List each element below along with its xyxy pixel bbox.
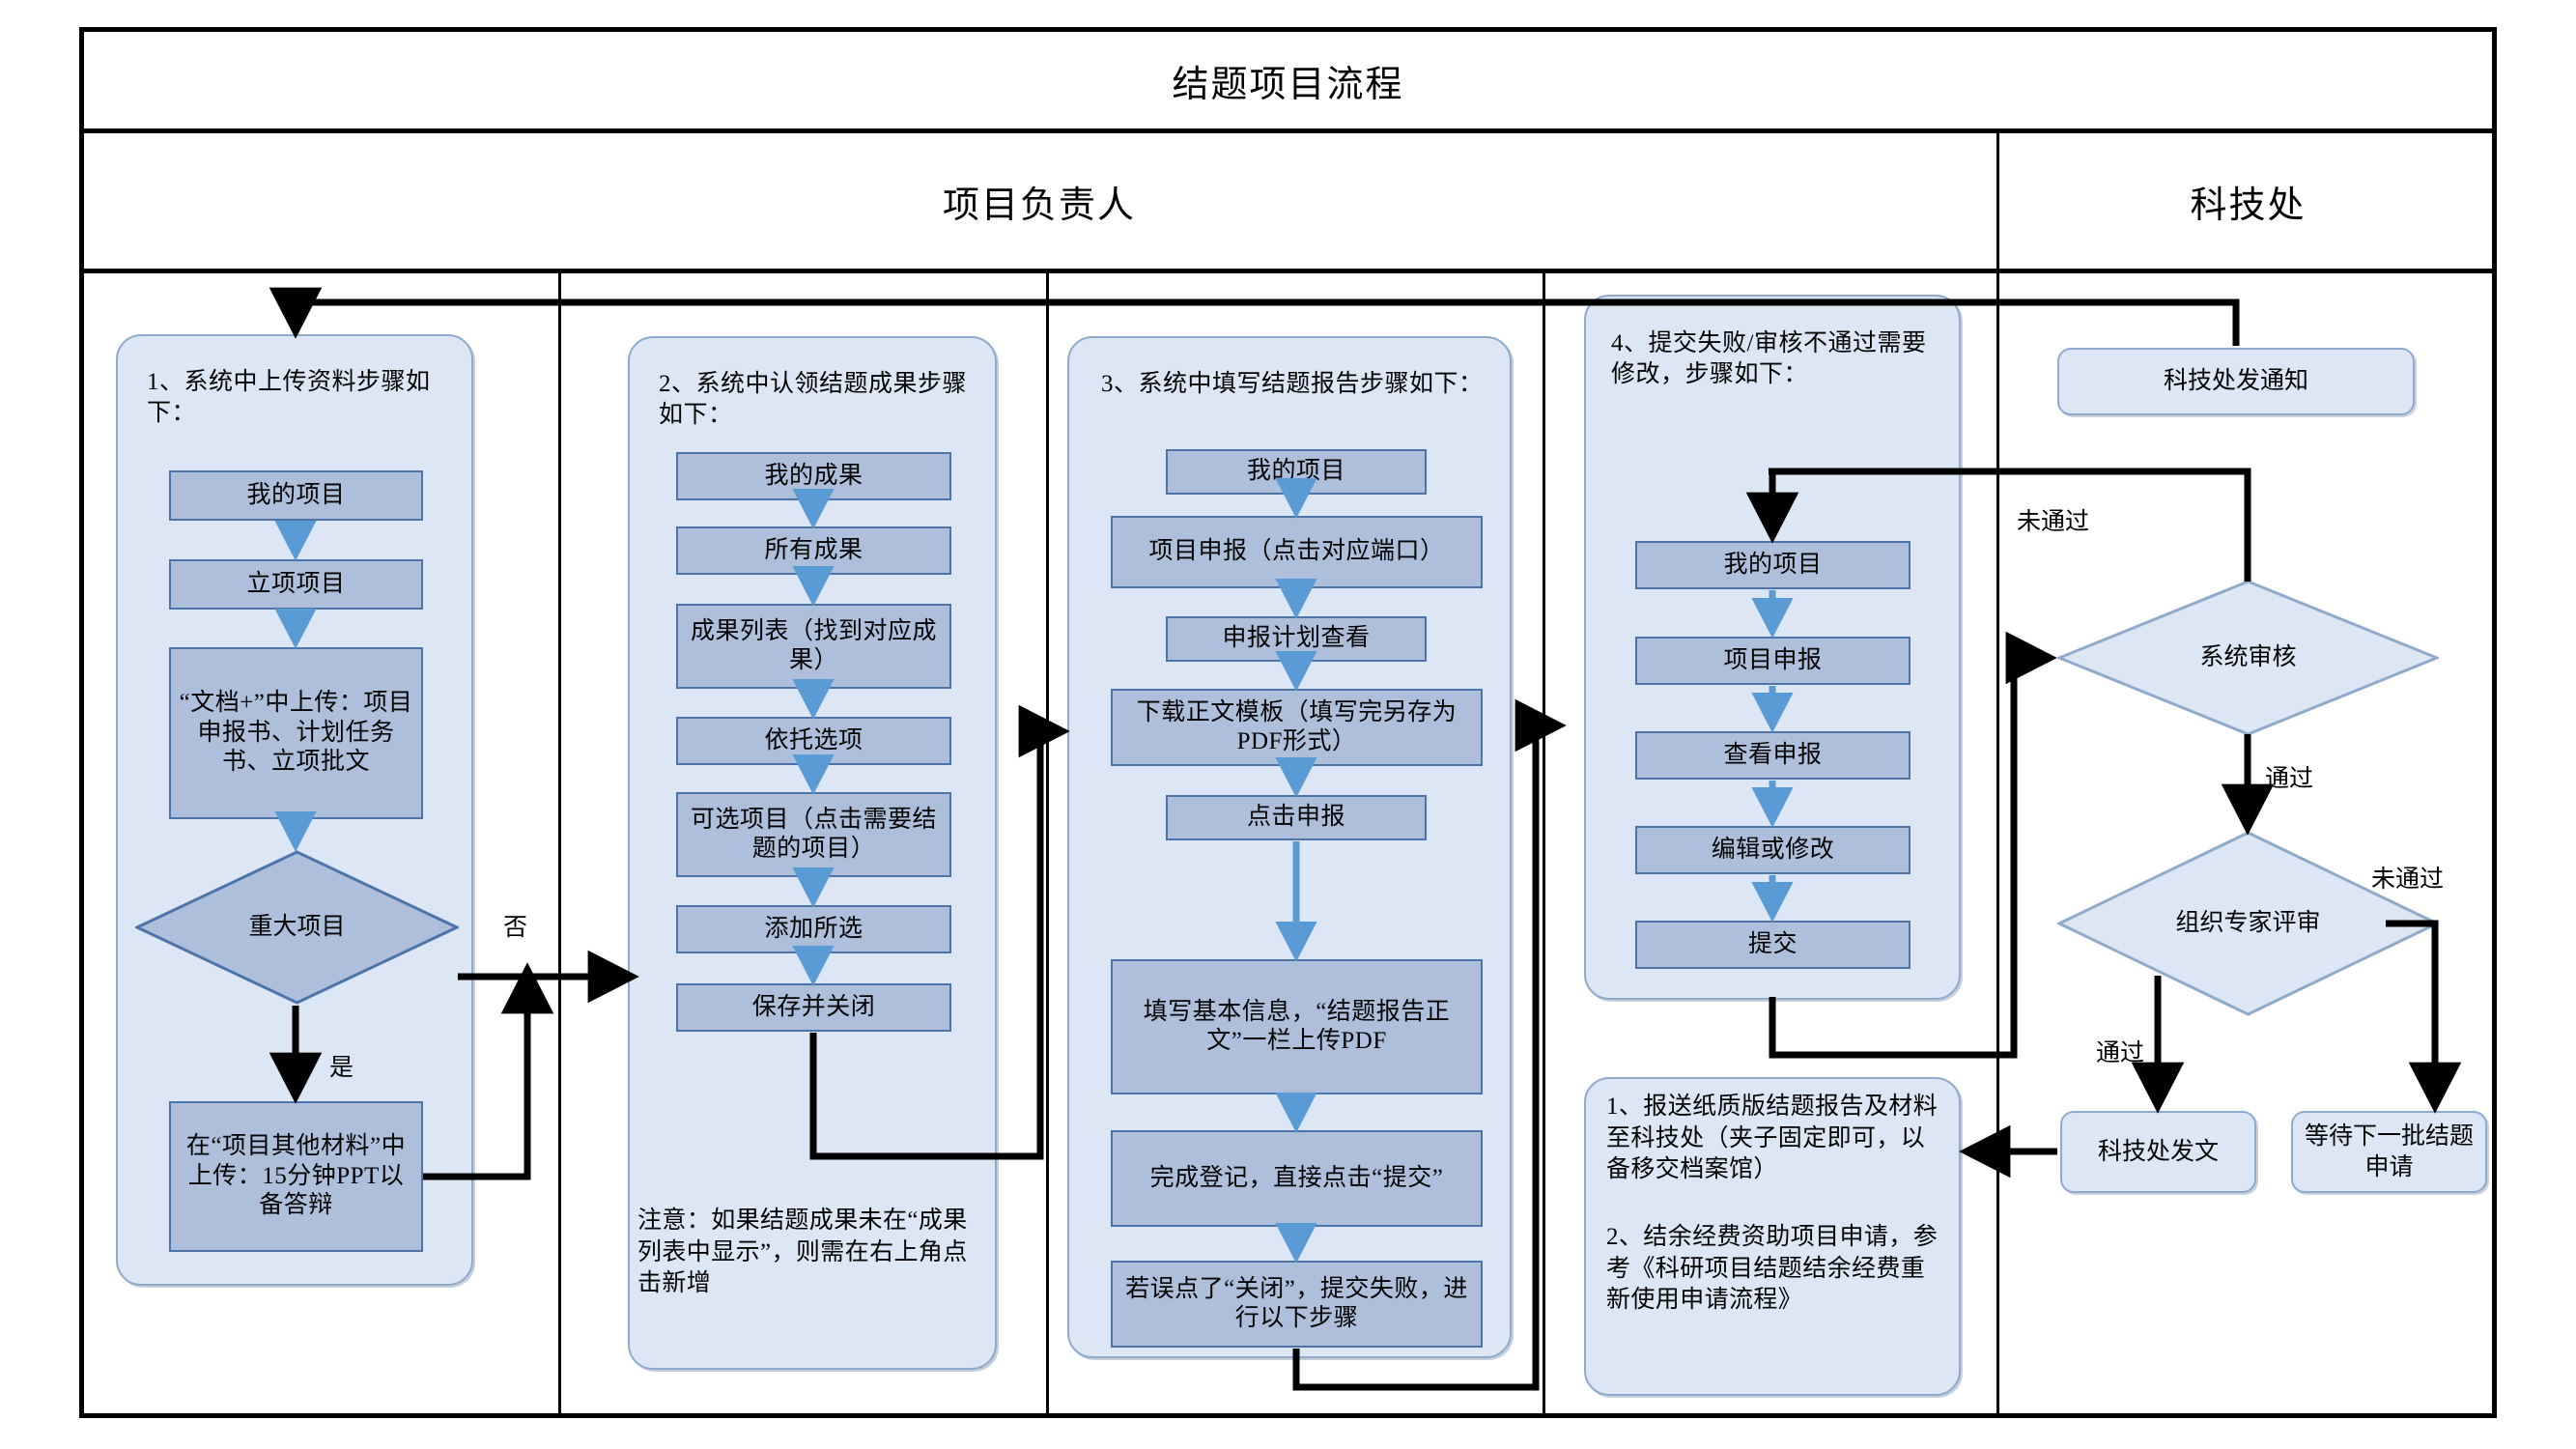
col2-step-add-selected[interactable]: 添加所选 (676, 905, 951, 953)
col3-step-finish-register[interactable]: 完成登记，直接点击“提交” (1111, 1130, 1483, 1227)
lane-col1-heading: 1、系统中上传资料步骤如下： (147, 369, 431, 426)
col3-step-click-declare[interactable]: 点击申报 (1166, 795, 1427, 840)
page-title: 结题项目流程 (1172, 64, 1404, 105)
col2-step-my-results[interactable]: 我的成果 (676, 452, 951, 500)
col3-step-project-declare[interactable]: 项目申报（点击对应端口） (1111, 516, 1483, 588)
col3-step-fill-basic-info[interactable]: 填写基本信息，“结题报告正文”一栏上传PDF (1111, 959, 1483, 1094)
col5-decision-system-review-label: 系统审核 (2199, 643, 2297, 670)
lane-divider-3 (1543, 273, 1545, 1418)
col2-step-selectable-project[interactable]: 可选项目（点击需要结题的项目） (676, 792, 951, 877)
lane-header-separator (79, 269, 2497, 273)
col3-step-download-template[interactable]: 下载正文模板（填写完另存为PDF形式） (1111, 689, 1483, 766)
lane-divider-1 (558, 273, 561, 1418)
lane-col2-heading: 2、系统中认领结题成果步骤如下： (659, 371, 968, 428)
col3-step-submit-failed[interactable]: 若误点了“关闭”，提交失败，进行以下步骤 (1111, 1261, 1483, 1348)
lane-header-right: 科技处 (2190, 185, 2307, 226)
col5-edge-label-exp-fail: 未通过 (2371, 867, 2445, 893)
col5-step-wait-next-batch[interactable]: 等待下一批结题申请 (2291, 1111, 2487, 1193)
col4-step-submit[interactable]: 提交 (1635, 921, 1911, 969)
col1-step-upload-ppt[interactable]: 在“项目其他材料”中上传：15分钟PPT以备答辩 (169, 1101, 423, 1252)
col5-decision-expert-review[interactable]: 组织专家评审 (2055, 831, 2441, 1016)
col4-note-2: 2、结余经费资助项目申请，参考《科研项目结题结余经费重新使用申请流程》 (1606, 1224, 1939, 1313)
col2-step-save-close[interactable]: 保存并关闭 (676, 983, 951, 1032)
col5-step-issue-document[interactable]: 科技处发文 (2060, 1111, 2256, 1193)
lane-divider-2 (1046, 273, 1049, 1418)
col2-step-result-list[interactable]: 成果列表（找到对应成果） (676, 604, 951, 689)
lane-header-left: 项目负责人 (942, 185, 1136, 226)
col3-step-view-plan[interactable]: 申报计划查看 (1166, 616, 1427, 662)
col3-step-my-project[interactable]: 我的项目 (1166, 449, 1427, 495)
col1-step-my-project[interactable]: 我的项目 (169, 470, 423, 521)
col1-edge-label-yes: 是 (329, 1055, 354, 1081)
col5-edge-label-exp-pass: 通过 (2096, 1040, 2145, 1066)
col1-decision-label: 重大项目 (248, 913, 346, 940)
col1-step-upload-docs[interactable]: “文档+”中上传：项目申报书、计划任务书、立项批文 (169, 647, 423, 819)
title-separator (79, 128, 2497, 133)
outer-frame (79, 27, 2497, 1418)
col4-step-my-project[interactable]: 我的项目 (1635, 541, 1911, 589)
lane-col4-heading: 4、提交失败/审核不通过需要修改，步骤如下： (1611, 330, 1927, 387)
col4-step-project-declare[interactable]: 项目申报 (1635, 637, 1911, 685)
col2-step-all-results[interactable]: 所有成果 (676, 526, 951, 575)
col2-step-support-option[interactable]: 依托选项 (676, 717, 951, 765)
lane-col4-notes (1584, 1077, 1961, 1396)
col5-edge-label-sys-fail: 未通过 (2017, 509, 2090, 535)
col5-decision-system-review[interactable]: 系统审核 (2054, 580, 2442, 736)
col1-decision-major-project[interactable]: 重大项目 (133, 850, 461, 1005)
col1-step-approved-project[interactable]: 立项项目 (169, 559, 423, 610)
col4-note-1: 1、报送纸质版结题报告及材料至科技处（夹子固定即可，以备移交档案馆） (1606, 1094, 1939, 1182)
lane-col3-heading: 3、系统中填写结题报告步骤如下： (1101, 371, 1484, 397)
col1-edge-label-no: 否 (503, 915, 528, 941)
col5-decision-expert-review-label: 组织专家评审 (2175, 909, 2321, 936)
col5-step-issue-notice[interactable]: 科技处发通知 (2057, 348, 2415, 415)
col5-edge-label-sys-pass: 通过 (2265, 766, 2314, 792)
col4-step-edit-modify[interactable]: 编辑或修改 (1635, 826, 1911, 874)
lane-divider-4 (1996, 128, 1999, 1418)
col4-step-view-declare[interactable]: 查看申报 (1635, 731, 1911, 780)
col2-note: 注意：如果结题成果未在“成果列表中显示”，则需在右上角点击新增 (637, 1208, 968, 1296)
